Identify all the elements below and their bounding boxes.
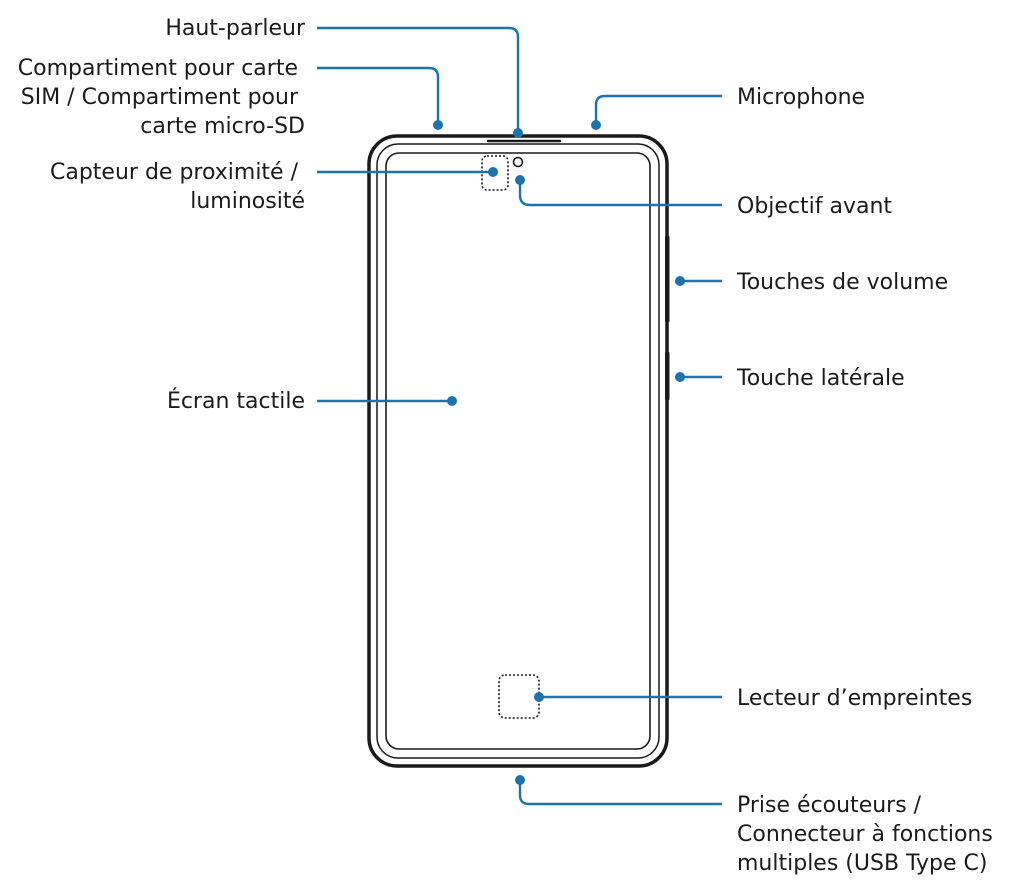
usb-port-dot xyxy=(515,775,525,785)
volume-keys-dot xyxy=(675,276,685,286)
volume-keys-label: Touches de volume xyxy=(736,270,948,295)
side-key-button xyxy=(665,352,670,400)
proximity-sensor-dot xyxy=(488,167,498,177)
touchscreen-dot xyxy=(447,396,457,406)
fingerprint-label: Lecteur d’empreintes xyxy=(737,686,972,711)
front-camera-lens xyxy=(512,156,524,168)
fingerprint-sensor-area xyxy=(498,674,540,719)
microphone-leader-line xyxy=(594,94,722,124)
leader-lines xyxy=(317,26,722,806)
sim-tray-dot xyxy=(433,120,443,130)
microphone-dot xyxy=(591,120,601,130)
front-camera-leader-line xyxy=(518,180,722,207)
sim-tray-leader-line xyxy=(317,66,440,124)
volume-keys-button xyxy=(665,236,670,322)
usb-port-leader-line xyxy=(518,780,722,806)
touchscreen-label: Écran tactile xyxy=(167,388,305,414)
microphone-label: Microphone xyxy=(737,85,865,110)
usb-port-label: Prise écouteurs / Connecteur à fonctions… xyxy=(737,793,1000,876)
proximity-sensor-label: Capteur de proximité / luminosité xyxy=(50,160,305,214)
speaker-leader-line xyxy=(317,26,520,131)
speaker-label: Haut-parleur xyxy=(165,16,306,41)
speaker-dot xyxy=(513,128,523,138)
proximity-sensor-area xyxy=(481,155,509,191)
phone-inner-frame xyxy=(376,143,660,759)
phone-illustration xyxy=(367,134,670,768)
front-camera-dot xyxy=(515,175,525,185)
phone-outer-frame xyxy=(367,134,669,768)
pointer-dots xyxy=(433,120,685,785)
phone-screen-border xyxy=(385,152,651,750)
side-key-dot xyxy=(675,372,685,382)
fingerprint-dot xyxy=(534,692,544,702)
front-camera-label: Objectif avant xyxy=(737,194,892,219)
sim-tray-label: Compartiment pour carte SIM / Compartime… xyxy=(18,56,305,139)
side-key-label: Touche latérale xyxy=(736,366,905,391)
